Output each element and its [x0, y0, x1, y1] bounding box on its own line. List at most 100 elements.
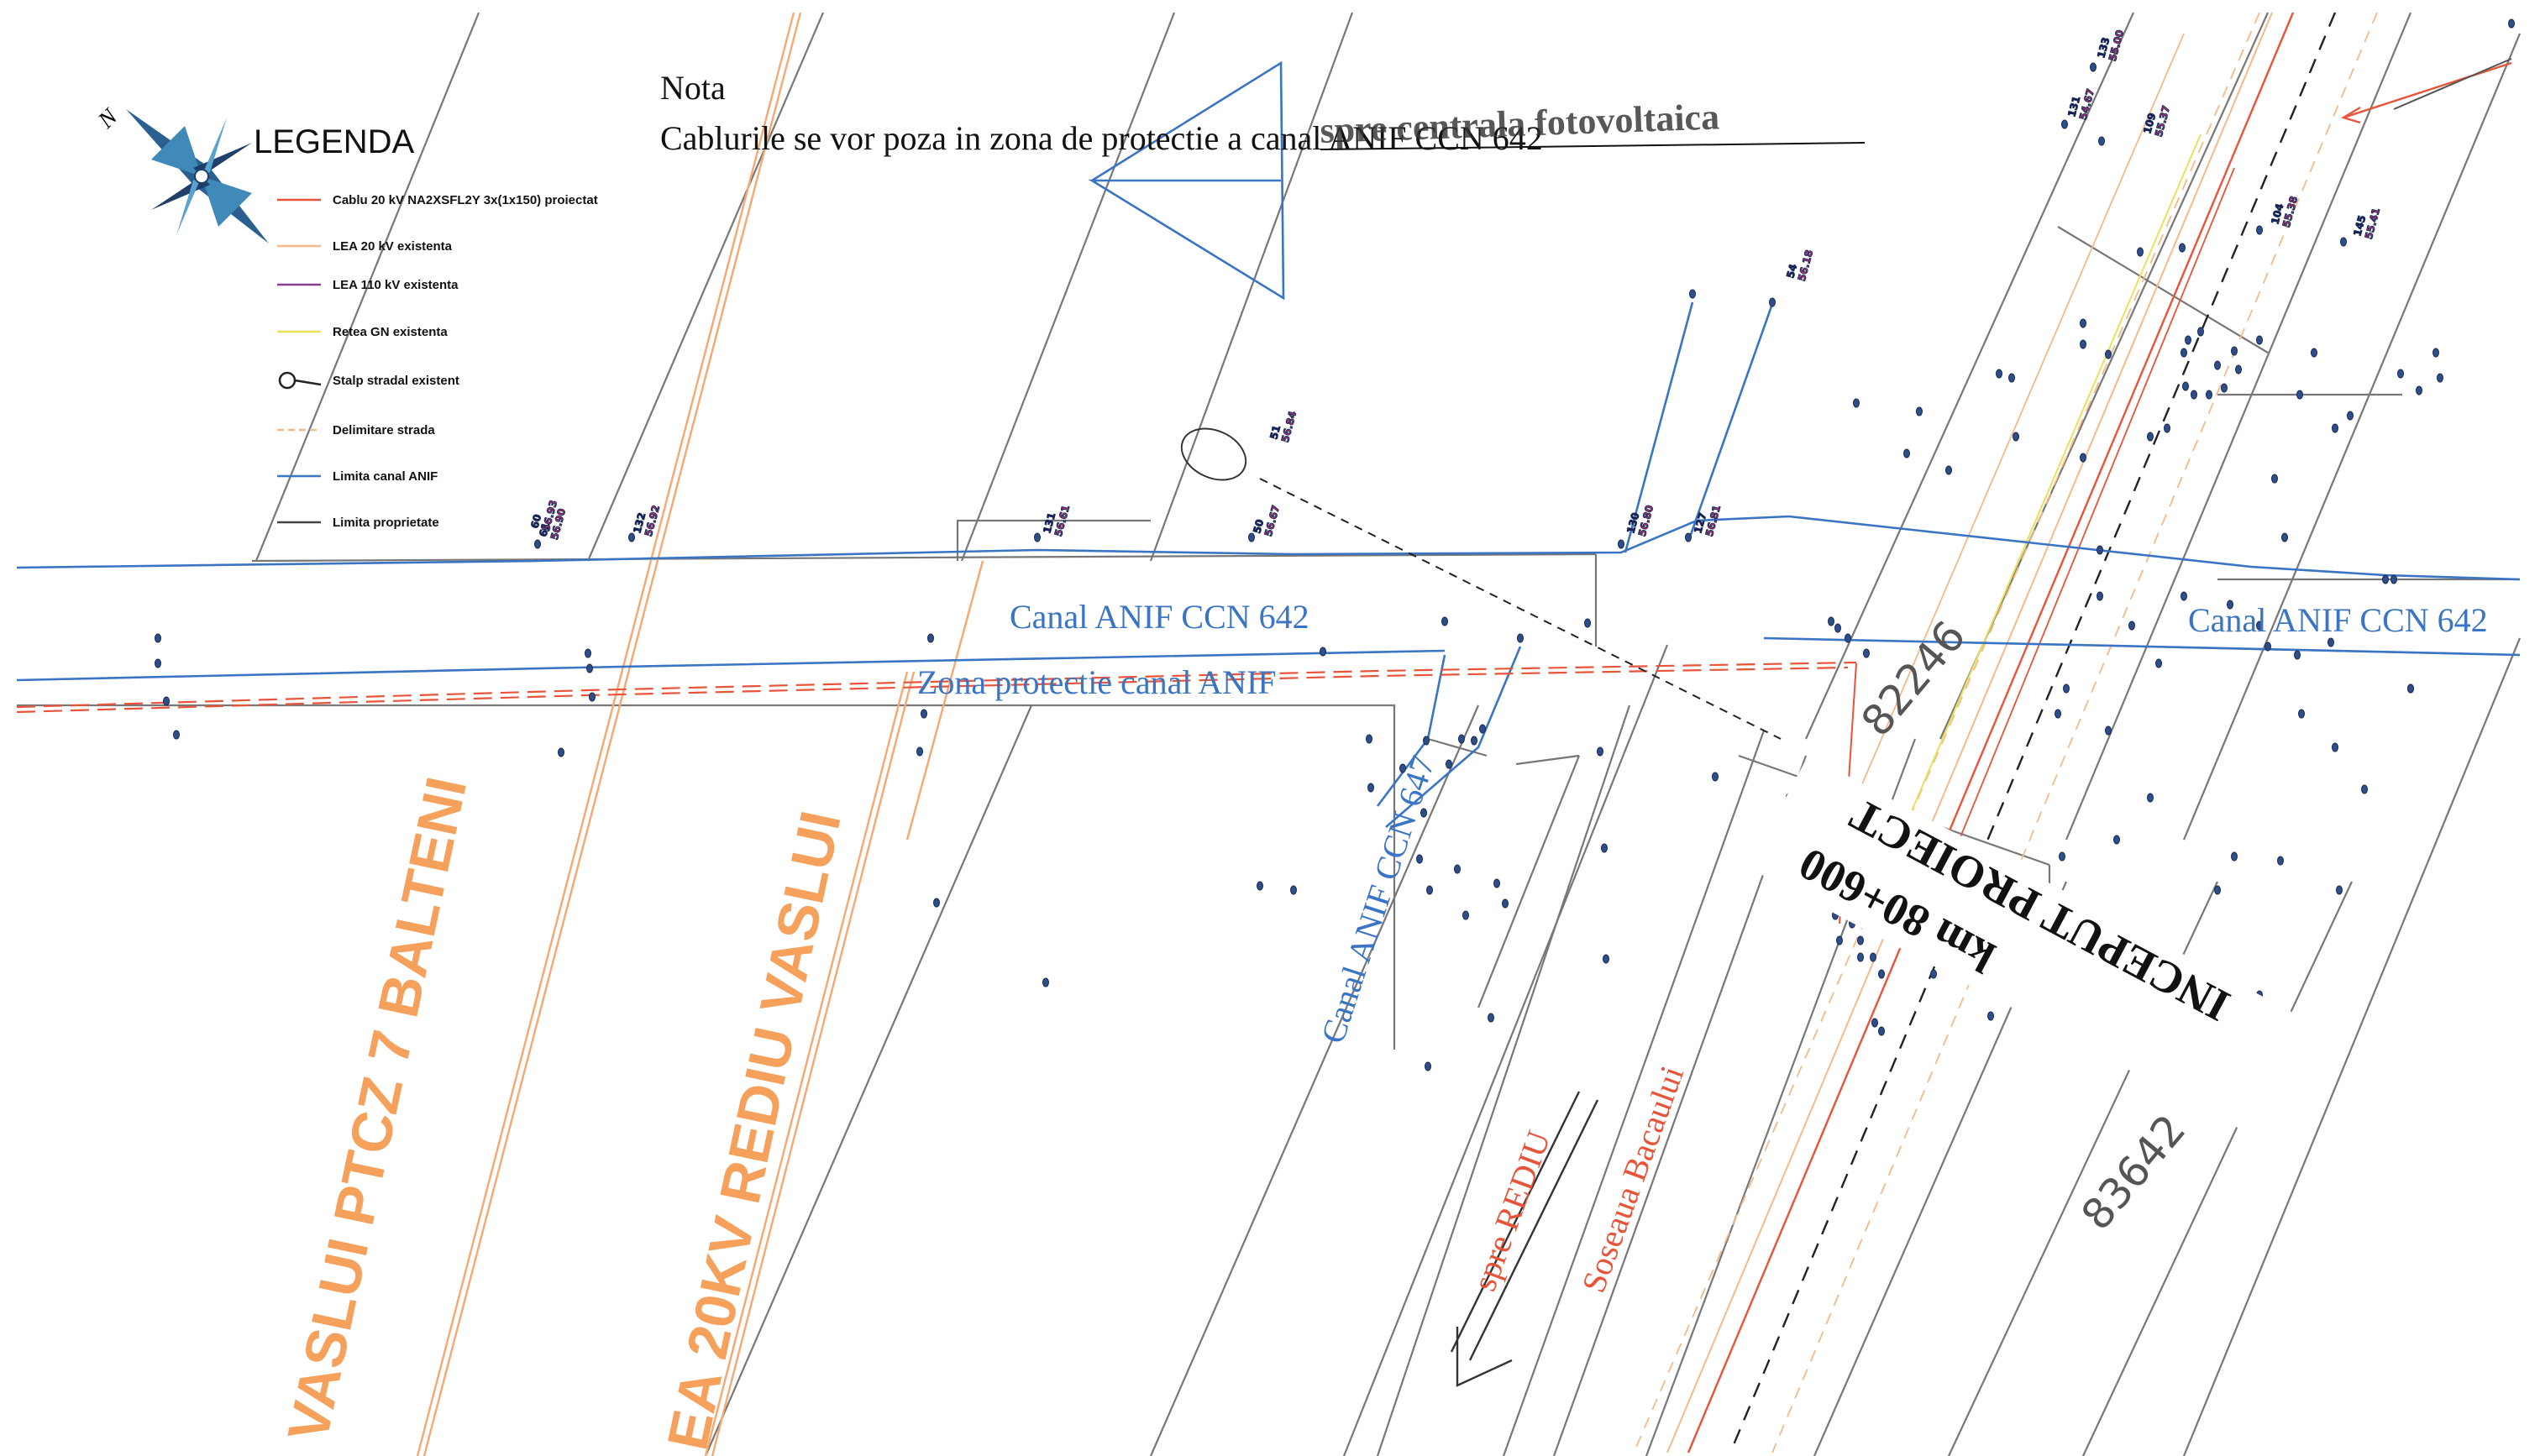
- pole-marker: [2432, 348, 2439, 358]
- pole-marker: [2332, 423, 2338, 433]
- pole-marker: [2256, 225, 2263, 235]
- pole-marker: [2164, 423, 2170, 433]
- pole-marker: [1863, 648, 1870, 658]
- canal-647-label: Canal ANIF CCN 647: [1314, 752, 1442, 1048]
- note-overlay: spre centrala fotovoltaica: [1320, 96, 1720, 151]
- pole-marker: [2277, 856, 2284, 866]
- pole-marker: [2182, 381, 2189, 391]
- pole-marker: [2407, 683, 2414, 694]
- legend-item-label: Limita proprietate: [333, 516, 439, 530]
- pole-elevation-tag: 55.41: [2363, 207, 2382, 240]
- pole-marker: [2294, 650, 2301, 660]
- pole-marker: [1441, 616, 1448, 626]
- pole-marker: [2059, 851, 2065, 862]
- pole-marker: [1042, 977, 1049, 987]
- pole-marker: [2147, 793, 2154, 803]
- parcel-83642: 83642: [2072, 1106, 2196, 1239]
- pole-marker: [1420, 808, 1427, 818]
- parcel-82246: 82246: [1852, 612, 1976, 746]
- pole-marker: [163, 696, 170, 706]
- lea-20kv-lines: [416, 12, 984, 1456]
- pole-id: 109: [2141, 112, 2158, 135]
- pole-elevation-tag: 55.00: [2107, 29, 2126, 62]
- pole-marker: [1488, 1013, 1494, 1023]
- pole-marker: [2063, 683, 2070, 694]
- legend-items: Cablu 20 kV NA2XSFL2Y 3x(1x150) proiecta…: [277, 193, 598, 530]
- note-heading: Nota: [660, 69, 726, 107]
- pole-marker: [2214, 885, 2221, 895]
- pole-marker: [1257, 881, 1263, 891]
- lea-rediu-label: EA 20KV REDIU VASLUI: [655, 806, 853, 1455]
- pole-elevation-tag: 56.80: [1636, 504, 1656, 537]
- pole-marker: [2397, 369, 2404, 379]
- pole-marker: [1930, 969, 1937, 979]
- pole-marker: [1462, 910, 1469, 920]
- pole-marker: [2214, 360, 2221, 370]
- legend-title: LEGENDA: [254, 123, 414, 160]
- proposed-cable-20kv: [16, 661, 1857, 714]
- pole-marker: [2181, 591, 2187, 601]
- pole-marker: [1603, 954, 1609, 964]
- pole-marker: [2271, 474, 2278, 484]
- pole-marker: [1416, 854, 1423, 864]
- pole-marker: [2256, 335, 2263, 345]
- legend-item-label: Limita canal ANIF: [333, 469, 438, 484]
- pole-marker: [1689, 289, 1696, 299]
- pole-marker: [2231, 346, 2238, 356]
- pole-marker: [2235, 364, 2242, 374]
- pole-marker: [2347, 411, 2354, 421]
- pole-marker: [1493, 878, 1500, 888]
- pole-marker: [1446, 759, 1452, 769]
- pole-marker: [2113, 835, 2120, 845]
- pole-marker: [585, 648, 591, 658]
- legend-symbol-pole: [278, 371, 297, 390]
- pole-marker: [1828, 616, 1834, 626]
- pole-elevation-tag: 56.18: [1796, 249, 1815, 282]
- pole-marker: [1479, 724, 1486, 734]
- pole-marker: [586, 663, 593, 673]
- pole-marker: [1517, 633, 1524, 643]
- pole-id: 133: [2095, 36, 2112, 60]
- pole-marker: [1248, 532, 1255, 542]
- pole-marker: [2327, 637, 2334, 647]
- pole-marker: [2390, 574, 2397, 584]
- pole-marker: [2013, 432, 2019, 442]
- pole-marker: [1320, 647, 1326, 657]
- pole-marker: [2128, 621, 2135, 631]
- pole-id: 132: [631, 511, 648, 535]
- pole-marker: [2080, 339, 2086, 349]
- spre-rediu-arrow: [1450, 1091, 1599, 1387]
- canal-anif-limits: [16, 60, 2521, 828]
- pole-marker: [1685, 532, 1692, 542]
- pole-marker: [2080, 453, 2086, 463]
- project-start-marker: INCEPUT PROIECT km 80+600: [1748, 755, 2321, 1140]
- pole-marker: [1471, 736, 1477, 746]
- pole-marker: [2508, 18, 2515, 29]
- north-arrow: [126, 109, 269, 244]
- pole-marker: [916, 746, 923, 757]
- pole-marker: [1454, 864, 1461, 874]
- pole-marker: [921, 709, 927, 719]
- pole-marker: [1769, 297, 1776, 307]
- pole-marker: [1857, 952, 1864, 962]
- pole-marker: [2097, 545, 2103, 555]
- pole-marker: [2061, 119, 2068, 129]
- legend-item-label: Cablu 20 kV NA2XSFL2Y 3x(1x150) proiecta…: [333, 193, 598, 207]
- canal-642-center-label: Canal ANIF CCN 642: [1010, 598, 1309, 636]
- pole-marker: [2105, 725, 2112, 736]
- pole-id: 51: [1267, 424, 1283, 441]
- pole-marker: [2281, 532, 2288, 542]
- pole-marker: [2181, 348, 2187, 358]
- pole-marker: [1945, 465, 1952, 475]
- pole-marker: [2264, 642, 2271, 652]
- pole-marker: [1426, 885, 1433, 895]
- pole-marker: [1367, 783, 1374, 793]
- pole-id: 145: [2351, 214, 2368, 238]
- pole-marker: [2008, 373, 2015, 383]
- pole-marker: [2221, 383, 2228, 393]
